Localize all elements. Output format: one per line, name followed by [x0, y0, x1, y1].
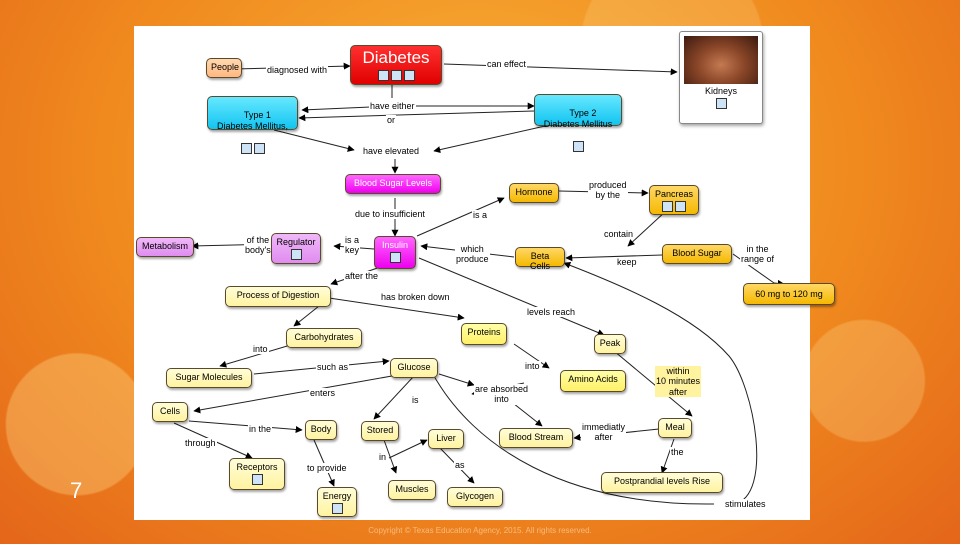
node-pancreas[interactable]: Pancreas	[649, 185, 699, 215]
concept-map-resource-icon[interactable]	[253, 143, 265, 155]
node-proteins[interactable]: Proteins	[461, 323, 507, 345]
document-resource-icon[interactable]	[675, 201, 686, 213]
node-type1-label: Type 1 Diabetes Mellitus,	[216, 110, 289, 131]
node-amino-acids[interactable]: Amino Acids	[560, 370, 626, 392]
node-process-of-digestion[interactable]: Process of Digestion	[225, 286, 331, 307]
node-regulator-label: Regulator	[276, 237, 316, 247]
node-sugar-molecules[interactable]: Sugar Molecules	[166, 368, 252, 388]
node-pancreas-label: Pancreas	[654, 189, 694, 199]
node-glycogen[interactable]: Glycogen	[447, 487, 503, 507]
link-label-stimulates: stimulates	[724, 499, 767, 510]
node-insulin-label: Insulin	[381, 240, 408, 250]
node-blood-sugar-levels[interactable]: Blood Sugar Levels	[345, 174, 441, 194]
link-label-or: or	[386, 115, 397, 126]
link-label-after-the: after the	[344, 271, 380, 282]
node-diabetes[interactable]: Diabetes	[350, 45, 442, 85]
node-kidneys[interactable]: Kidneys	[679, 31, 763, 124]
link-label-in-the-range-of: in the range of	[740, 244, 776, 265]
image-resource-icon[interactable]	[662, 201, 673, 213]
node-peak[interactable]: Peak	[594, 334, 626, 354]
slide-number: 7	[70, 478, 83, 503]
node-stored[interactable]: Stored	[361, 421, 399, 441]
node-range-60-120[interactable]: 60 mg to 120 mg	[743, 283, 835, 305]
link-label-which-produce: which produce	[455, 244, 490, 265]
link-label-have-elevated: have elevated	[362, 146, 421, 157]
link-label-is-a-key: is a key	[344, 235, 361, 256]
link-label-can-effect: can effect	[486, 59, 527, 70]
node-insulin[interactable]: Insulin	[374, 236, 416, 269]
link-label-contain: contain	[603, 229, 635, 240]
node-muscles[interactable]: Muscles	[388, 480, 436, 500]
link-label-has-broken-down: has broken down	[380, 292, 451, 303]
node-type2[interactable]: Type 2 Diabetes Mellitus	[534, 94, 622, 153]
node-glucose[interactable]: Glucose	[390, 358, 438, 378]
node-type2-label: Type 2 Diabetes Mellitus	[543, 108, 613, 129]
image-resource-icon[interactable]	[240, 143, 252, 155]
link-label-within-10-minutes-after: within 10 minutes after	[655, 366, 702, 398]
image-resource-icon[interactable]	[331, 503, 343, 515]
copyright-footer: Copyright © Texas Education Agency, 2015…	[368, 526, 592, 535]
node-receptors[interactable]: Receptors	[229, 458, 285, 490]
node-blood-sugar[interactable]: Blood Sugar	[662, 244, 732, 264]
link-label-into-1: into	[252, 344, 269, 355]
node-meal[interactable]: Meal	[658, 418, 692, 438]
link-label-diagnosed-with: diagnosed with	[266, 65, 329, 76]
image-resource-icon[interactable]	[251, 474, 263, 486]
node-people[interactable]: People	[206, 58, 242, 78]
node-hormone[interactable]: Hormone	[509, 183, 559, 203]
link-label-keep: keep	[616, 257, 638, 268]
link-label-in-the: in the	[248, 424, 273, 435]
link-label-enters: enters	[309, 388, 337, 399]
node-beta-cells[interactable]: Beta Cells	[515, 247, 565, 271]
node-metabolism[interactable]: Metabolism	[136, 237, 194, 257]
node-receptors-label: Receptors	[236, 462, 278, 472]
link-label-have-either: have either	[369, 101, 416, 112]
node-regulator[interactable]: Regulator	[271, 233, 321, 264]
node-diabetes-label: Diabetes	[362, 48, 430, 67]
link-label-such-as: such as	[316, 362, 350, 373]
image-resource-icon[interactable]	[389, 252, 401, 264]
node-kidneys-label: Kidneys	[704, 86, 738, 96]
image-resource-icon[interactable]	[377, 69, 389, 81]
link-label-is-a: is a	[472, 210, 489, 221]
concept-map-resource-icon[interactable]	[715, 98, 727, 109]
link-label-due-to-insufficient: due to insufficient	[354, 209, 426, 220]
document-resource-icon[interactable]	[390, 69, 402, 81]
concept-map-canvas: diagnosed with can effect have either or…	[134, 26, 835, 520]
link-label-the: the	[670, 447, 685, 458]
node-blood-stream[interactable]: Blood Stream	[499, 428, 573, 448]
node-type1[interactable]: Type 1 Diabetes Mellitus,	[207, 96, 298, 155]
link-label-in: in	[378, 452, 388, 463]
image-resource-icon[interactable]	[290, 249, 302, 261]
node-body[interactable]: Body	[305, 420, 337, 440]
link-label-are-absorbed-into: are absorbed into	[474, 384, 530, 405]
node-carbohydrates[interactable]: Carbohydrates	[286, 328, 362, 348]
concept-map-resource-icon[interactable]	[572, 141, 584, 153]
kidneys-photo	[684, 36, 758, 84]
concept-map-resource-icon[interactable]	[403, 69, 415, 81]
link-label-produced-by-the: produced by the	[588, 180, 628, 201]
link-label-through: through	[184, 438, 217, 449]
node-energy[interactable]: Energy	[317, 487, 357, 517]
link-label-to-provide: to provide	[306, 463, 348, 474]
link-label-immediatly-after: immediatly after	[581, 422, 627, 443]
node-postprandial-levels-rise[interactable]: Postprandial levels Rise	[601, 472, 723, 493]
node-cells[interactable]: Cells	[152, 402, 188, 422]
link-label-of-the-bodys: of the body's	[244, 235, 272, 256]
link-label-into-2: into	[524, 361, 541, 372]
link-label-is: is	[411, 395, 420, 406]
node-energy-label: Energy	[322, 491, 352, 501]
link-label-as: as	[454, 460, 466, 471]
node-liver[interactable]: Liver	[428, 429, 464, 449]
link-label-levels-reach: levels reach	[526, 307, 577, 318]
